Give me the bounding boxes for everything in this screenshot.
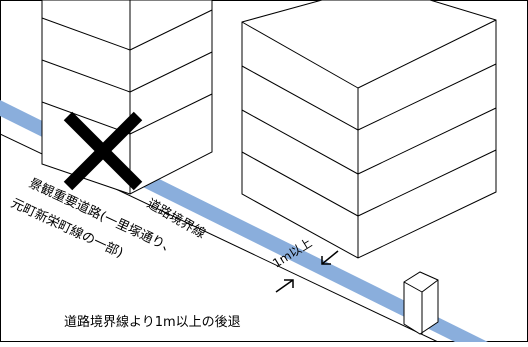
left-building-body xyxy=(41,0,213,195)
arrow-upper xyxy=(321,250,339,265)
right-top-edge-side xyxy=(357,19,497,89)
small-structure xyxy=(403,271,439,335)
prohibited-x-mark xyxy=(63,111,143,191)
left-floor-line-2 xyxy=(41,59,131,93)
setback-caption: 道路境界線より1m以上の後退 xyxy=(64,314,241,330)
left-building xyxy=(41,0,213,195)
right-top-edge-front xyxy=(241,21,359,89)
right-floor-line-2 xyxy=(241,109,359,175)
right-floor-line-1 xyxy=(241,65,359,131)
right-building-body xyxy=(241,0,497,259)
left-floor-line-3 xyxy=(41,101,131,135)
right-building xyxy=(241,0,497,259)
left-floor-line-1 xyxy=(41,17,131,51)
arrow-lower xyxy=(275,279,294,293)
right-floor-line-3 xyxy=(241,151,359,217)
setback-arrows xyxy=(275,250,339,293)
